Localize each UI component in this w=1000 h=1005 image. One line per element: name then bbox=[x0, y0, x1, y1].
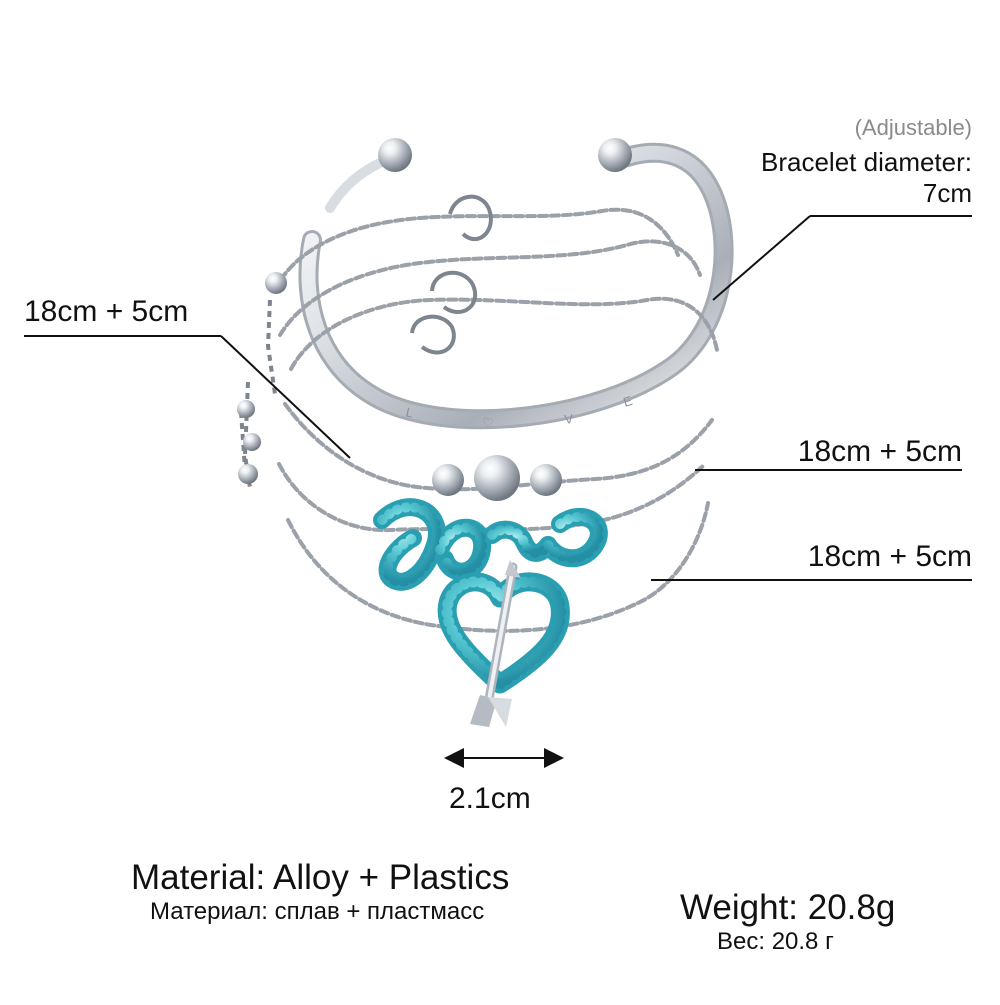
cuff-end-bead-right bbox=[598, 138, 632, 172]
clasps-and-extenders bbox=[239, 194, 493, 489]
svg-text:V: V bbox=[564, 411, 575, 427]
svg-text:L: L bbox=[404, 404, 415, 420]
callout-lines bbox=[24, 215, 972, 581]
silver-bead-charm bbox=[432, 455, 562, 501]
silver-cuff-bangle: L ♡ V E bbox=[298, 138, 734, 431]
pendant-width-label: 2.1cm bbox=[449, 782, 531, 815]
chain-length-label-middle-right: 18cm + 5cm bbox=[797, 435, 962, 468]
chain-length-label-upper-left: 18cm + 5cm bbox=[24, 295, 189, 328]
weight-english: Weight: 20.8g bbox=[680, 888, 896, 927]
chain-length-label-lower-right: 18cm + 5cm bbox=[807, 540, 972, 573]
bracelet-diameter-value: 7cm bbox=[922, 178, 972, 208]
svg-text:♡: ♡ bbox=[482, 415, 494, 431]
material-english: Material: Alloy + Plastics bbox=[131, 858, 510, 897]
adjustable-note: (Adjustable) bbox=[854, 115, 972, 140]
weight-russian: Вес: 20.8 г bbox=[717, 928, 834, 955]
heart-arrow-pendant bbox=[437, 560, 570, 727]
material-russian: Материал: сплав + пластмасс bbox=[150, 898, 485, 925]
bracelet-diameter-label: Bracelet diameter: bbox=[761, 147, 972, 177]
extender-drop-beads bbox=[237, 272, 287, 484]
turquoise-love-pendant bbox=[373, 498, 608, 591]
cuff-end-bead-left bbox=[378, 138, 412, 172]
